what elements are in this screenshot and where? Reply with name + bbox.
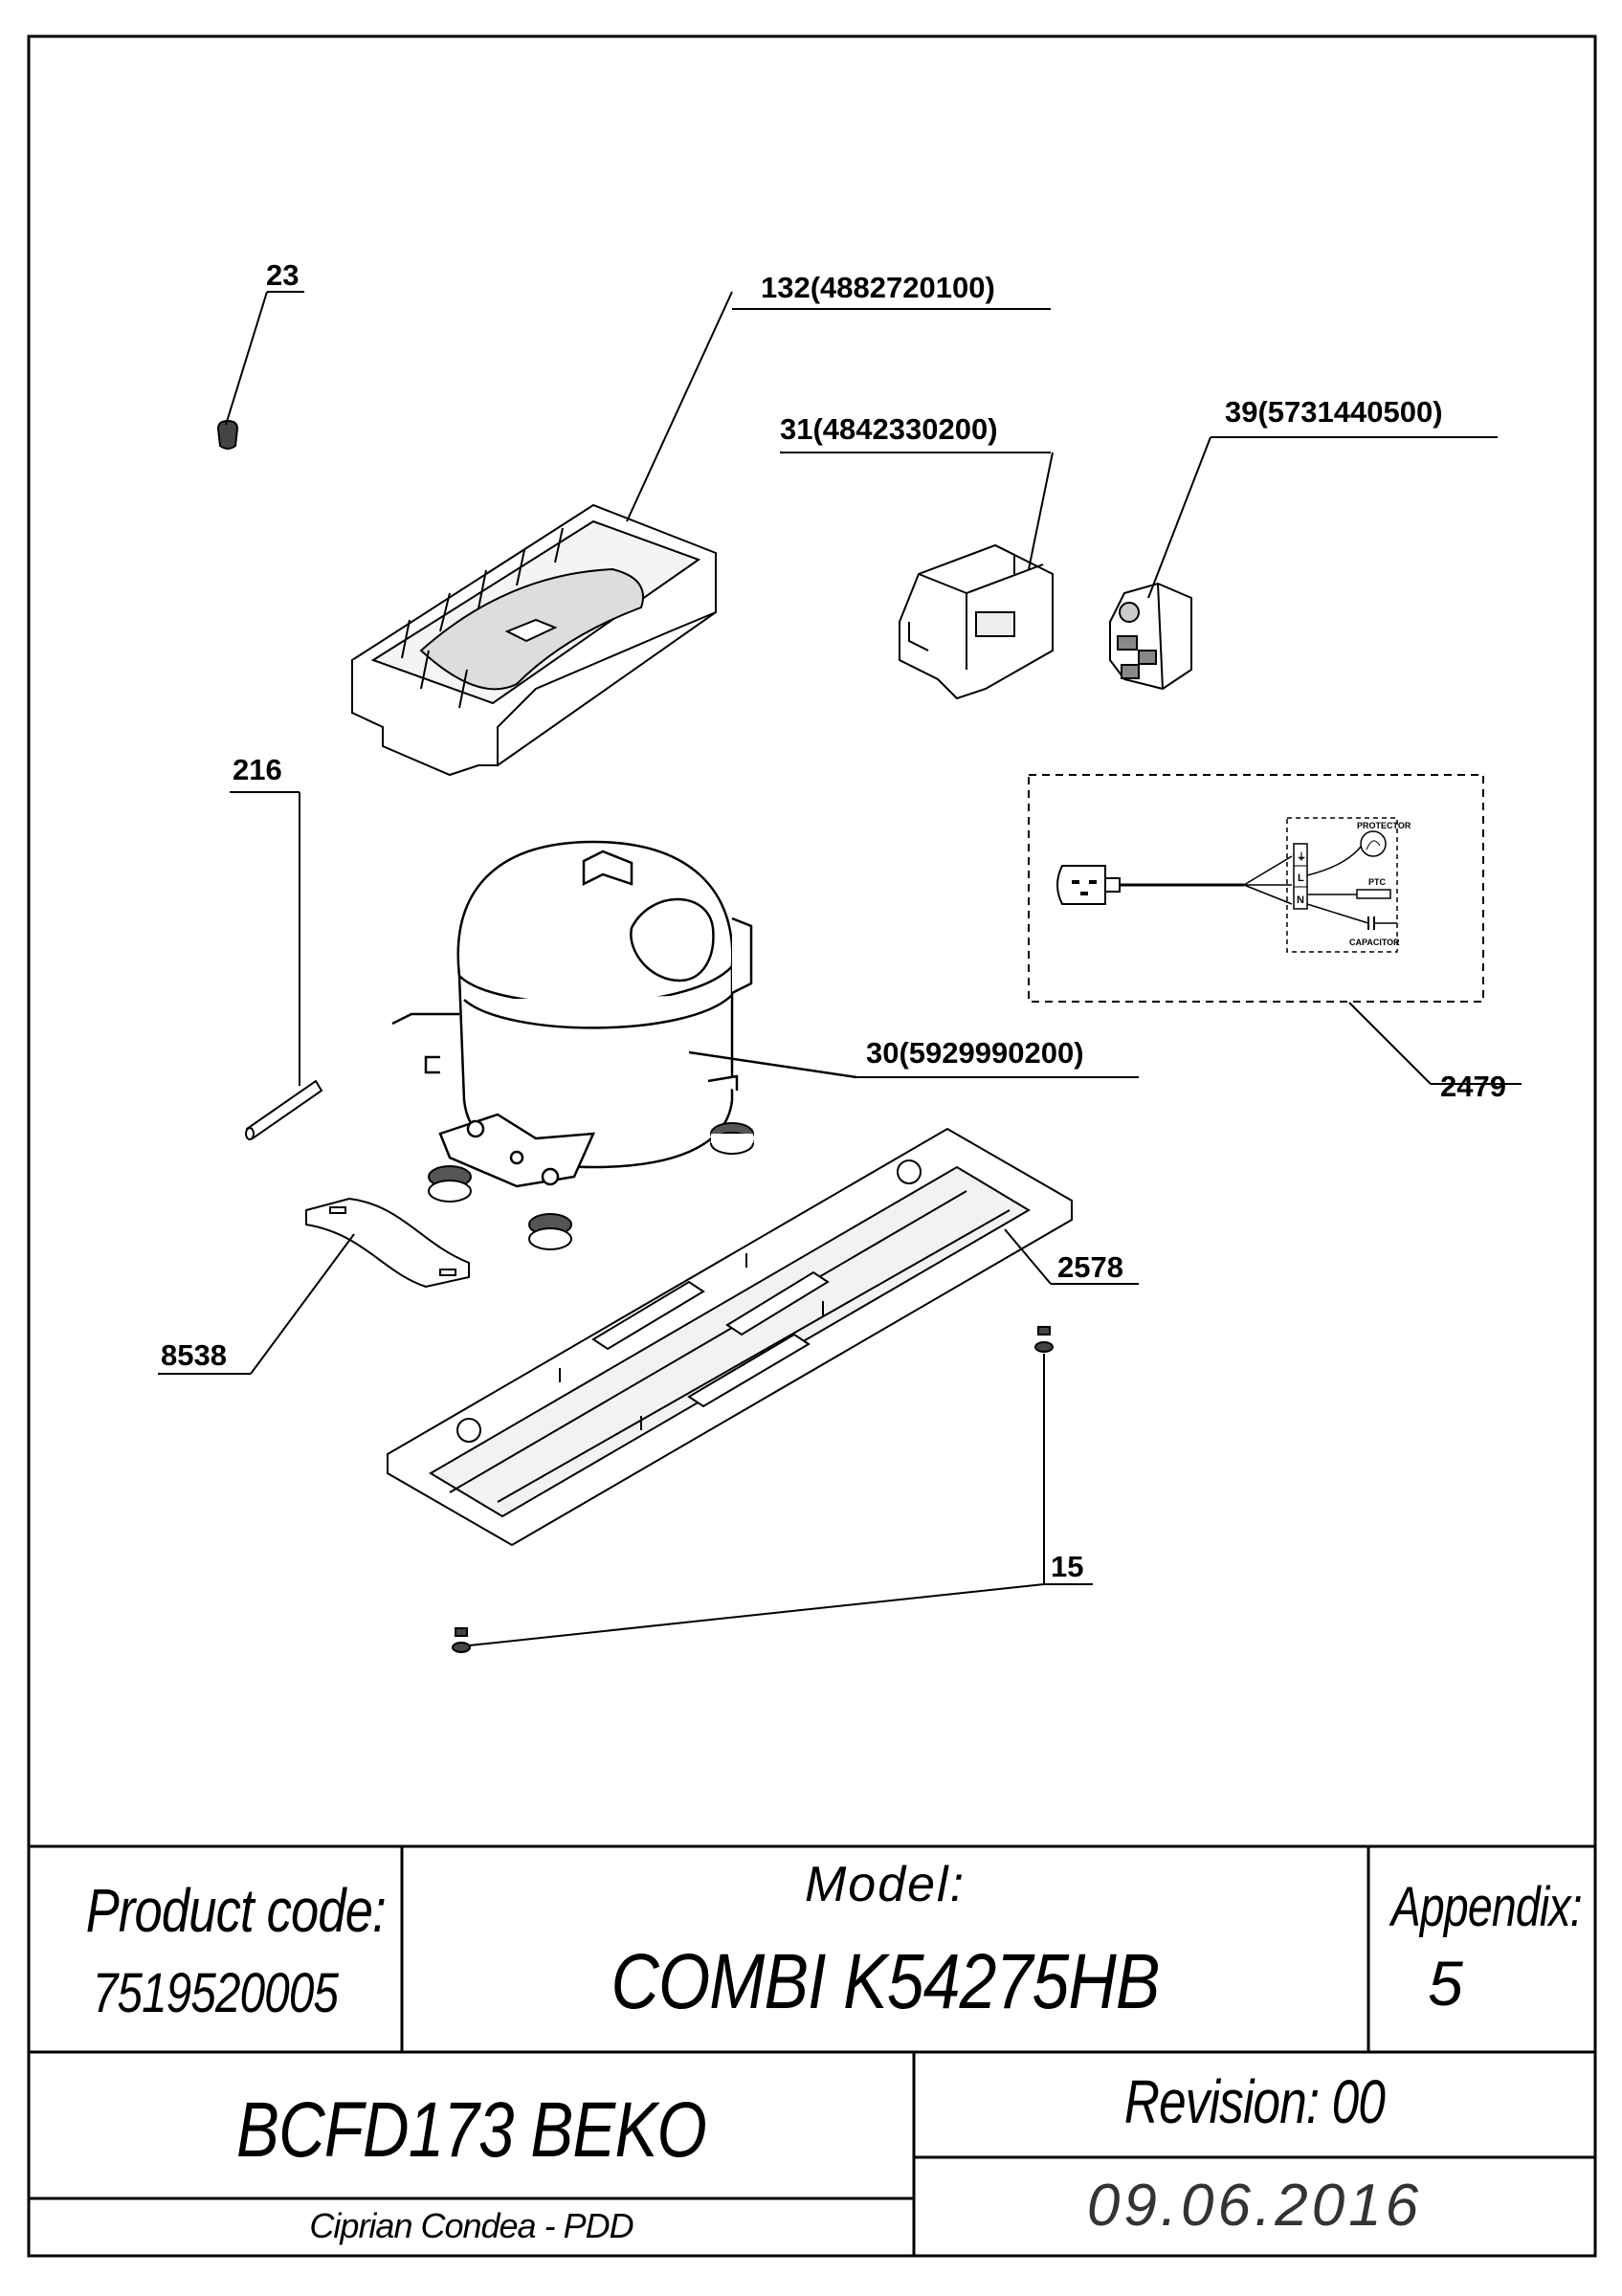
product-code-label: Product code: xyxy=(85,1876,387,1945)
callout-132: 132(4882720100) xyxy=(761,271,995,304)
part-39-ptc-relay xyxy=(1109,436,1211,691)
callout-15: 15 xyxy=(1051,1550,1083,1583)
callout-2578: 2578 xyxy=(1057,1250,1123,1284)
callout-39: 39(5731440500) xyxy=(1225,395,1443,429)
callout-31: 31(4842330200) xyxy=(780,412,998,446)
protector-label: PROTECTOR xyxy=(1357,821,1411,830)
ptc-label: PTC xyxy=(1368,877,1387,887)
part-30-compressor xyxy=(391,840,857,1188)
part-2479-wiring-diagram: ⏚ L N PROTECTOR PTC CAPACITOR xyxy=(1028,774,1484,1085)
part-31-relay-cover xyxy=(899,452,1054,700)
part-2578-base-plate xyxy=(387,1127,1073,1547)
callout-8538: 8538 xyxy=(161,1338,227,1372)
svg-text:⏚: ⏚ xyxy=(1297,851,1306,863)
part-23-plug xyxy=(216,291,268,450)
part-8538-plate xyxy=(250,1197,470,1375)
callout-2479: 2479 xyxy=(1440,1070,1506,1103)
callout-30: 30(5929990200) xyxy=(866,1036,1084,1070)
callout-23: 23 xyxy=(266,258,299,292)
author: Ciprian Condea - PDD xyxy=(309,2206,633,2245)
model-label: Model: xyxy=(804,1857,967,1912)
part-15-screws xyxy=(452,1326,1054,1653)
part-216-pipe xyxy=(245,792,323,1140)
revision: Revision: 00 xyxy=(1123,2067,1386,2136)
callout-underlines xyxy=(158,291,1522,1585)
appendix-value: 5 xyxy=(1428,1948,1463,2019)
sheet-border xyxy=(27,34,1597,2258)
product-code-value: 7519520005 xyxy=(92,1962,339,2024)
model-value: COMBI K54275HB xyxy=(611,1938,1160,2025)
part-132-drip-tray xyxy=(351,291,733,777)
appendix-label: Appendix: xyxy=(1390,1876,1583,1938)
wiring-dashed-frame xyxy=(1028,774,1484,1003)
callout-216: 216 xyxy=(233,753,282,786)
capacitor-label: CAPACITOR xyxy=(1349,938,1400,947)
date: 09.06.2016 xyxy=(1086,2173,1423,2239)
terminal-l-label: L xyxy=(1298,872,1304,884)
part-grommets xyxy=(428,1122,754,1250)
terminal-n-label: N xyxy=(1297,894,1304,906)
product-name: BCFD173 BEKO xyxy=(236,2086,707,2174)
title-block-grid xyxy=(29,1844,1595,2256)
